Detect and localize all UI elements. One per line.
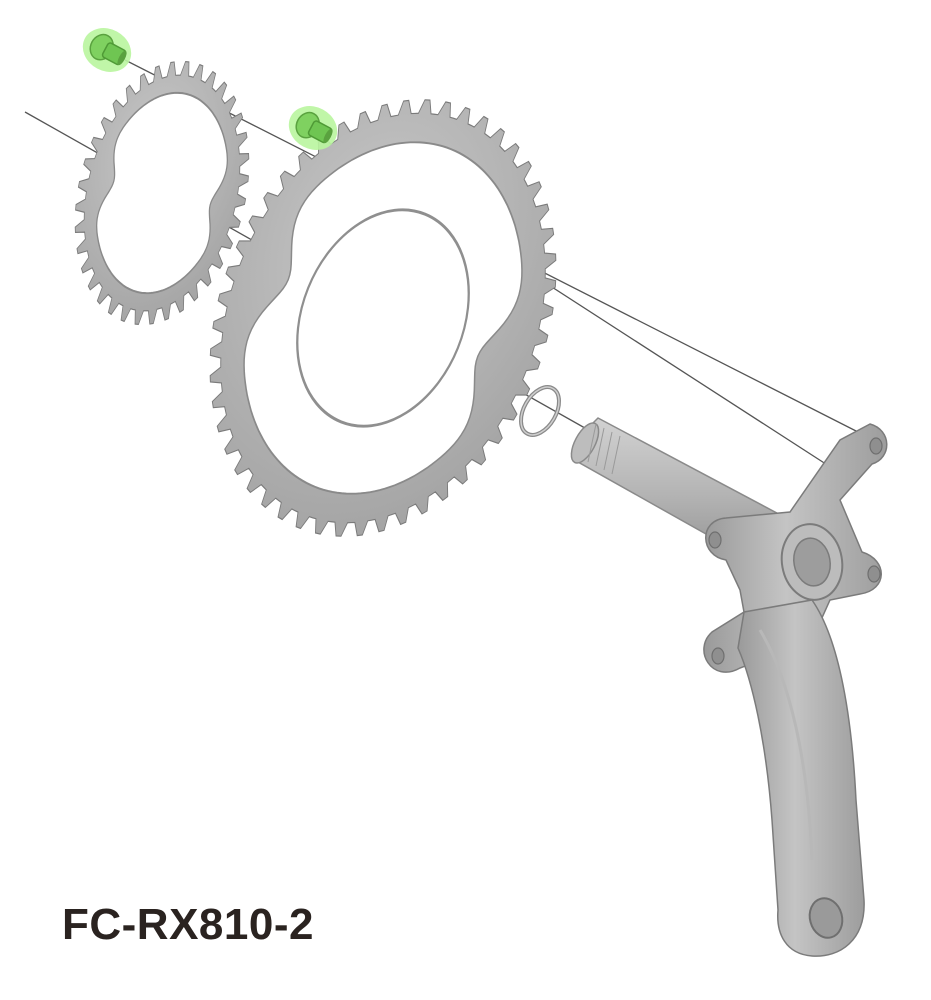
spider-hole-bottom — [711, 647, 725, 665]
small-chainring — [74, 60, 250, 326]
model-label: FC-RX810-2 — [62, 900, 314, 949]
large-chainring-bore — [296, 208, 470, 428]
spider-hole-right — [867, 565, 881, 583]
pedal-eye — [808, 897, 844, 939]
crank-arm-with-spindle — [570, 417, 888, 957]
chainring-bolt-large — [288, 106, 338, 150]
spacer-ring — [519, 385, 561, 437]
large-chainring-cutouts — [243, 141, 523, 495]
spider-hole-top — [869, 437, 883, 455]
crank-arm-body — [737, 599, 865, 957]
spider-hole-left — [708, 531, 722, 549]
small-chainring-spider — [95, 91, 229, 295]
chainring-bolt-small — [82, 28, 132, 72]
large-chainring — [209, 99, 557, 537]
